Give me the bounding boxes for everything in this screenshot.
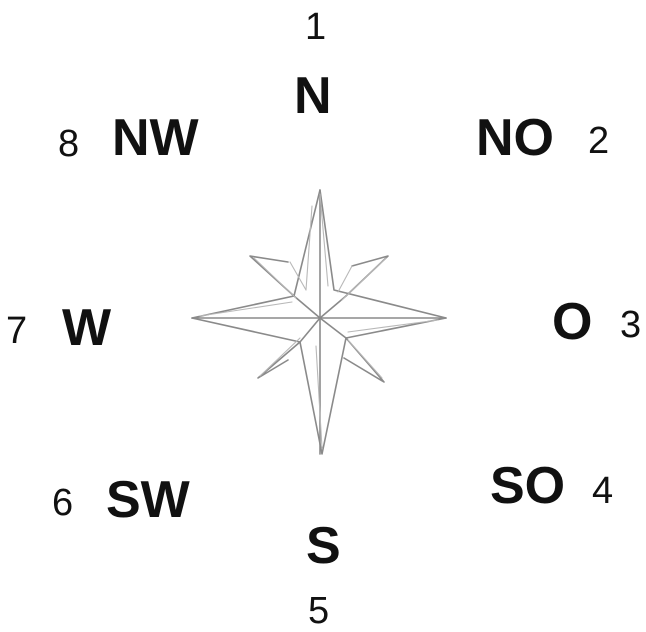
compass-rose-icon bbox=[188, 186, 452, 456]
label-northeast: NO bbox=[476, 112, 554, 164]
label-east: O bbox=[552, 296, 592, 348]
label-south: S bbox=[306, 520, 341, 572]
label-west: W bbox=[62, 302, 111, 354]
label-southwest: SW bbox=[106, 474, 190, 526]
number-north: 1 bbox=[305, 8, 326, 46]
number-south: 5 bbox=[308, 592, 329, 630]
number-east: 3 bbox=[620, 306, 641, 344]
number-west: 7 bbox=[6, 312, 27, 350]
number-northeast: 2 bbox=[588, 122, 609, 160]
number-southeast: 4 bbox=[592, 472, 613, 510]
label-northwest: NW bbox=[112, 112, 199, 164]
number-northwest: 8 bbox=[58, 125, 79, 163]
label-southeast: SO bbox=[490, 460, 565, 512]
label-north: N bbox=[294, 70, 332, 122]
number-southwest: 6 bbox=[52, 484, 73, 522]
